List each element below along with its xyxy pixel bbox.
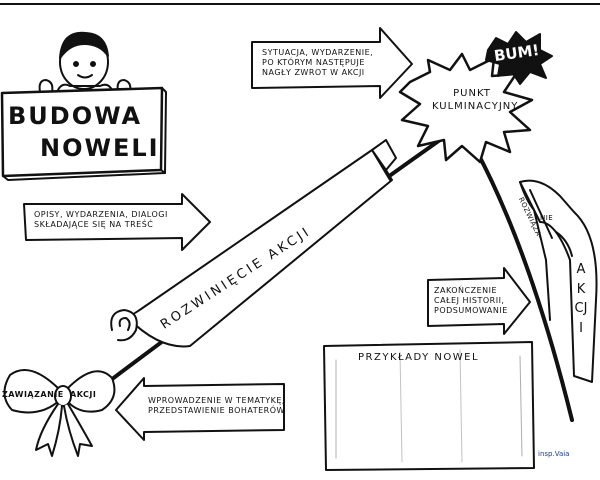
ending-desc-arrow (427, 267, 531, 335)
turn-caption-line: SYTUACJA, WYDARZENIE, (262, 48, 374, 57)
bum-burst (485, 31, 553, 85)
turn-caption: SYTUACJA, WYDARZENIE, PO KTÓRYM NASTĘPUJ… (262, 48, 373, 78)
climax-label-line: PUNKT (453, 88, 491, 99)
turn-arrow (251, 27, 413, 99)
bow-illustration (3, 369, 116, 457)
development-desc: OPISY, WYDARZENIA, DIALOGI SKŁADAJĄCE SI… (34, 210, 168, 230)
falling-action-line (473, 146, 574, 422)
exposition-label-part2: AKCJI (70, 390, 97, 399)
exposition-label-part1: ZAWIĄZANIE (2, 390, 64, 399)
title-line-2: NOWELI (40, 134, 160, 162)
examples-box (323, 341, 535, 471)
exposition-desc-line: WPROWADZENIE W TEMATYKĘ, (148, 396, 285, 405)
ending-desc-line: ZAKOŃCZENIE (434, 286, 498, 295)
ending-desc: ZAKOŃCZENIE CAŁEJ HISTORII, PODSUMOWANIE (434, 286, 508, 316)
development-desc-line: OPISY, WYDARZENIA, DIALOGI (34, 210, 168, 219)
boy-illustration (38, 31, 132, 93)
ending-desc-line: CAŁEJ HISTORII, (434, 296, 505, 305)
exposition-desc: WPROWADZENIE W TEMATYKĘ, PRZEDSTAWIENIE … (148, 396, 285, 416)
exposition-desc-arrow (115, 377, 285, 441)
development-ribbon (110, 139, 397, 348)
resolution-label-part3: AKCJI (574, 262, 588, 336)
turn-caption-line: NAGŁY ZWROT W AKCJI (262, 68, 365, 77)
development-desc-line: SKŁADAJĄCE SIĘ NA TREŚĆ (34, 220, 154, 229)
author-signature: insp.Vaia (538, 450, 570, 458)
title-sign (0, 86, 167, 181)
climax-label-line: KULMINACYJNY (432, 100, 519, 112)
exposition-desc-line: PRZEDSTAWIENIE BOHATERÓW (148, 406, 285, 415)
title-line-1: BUDOWA (8, 102, 143, 130)
development-desc-arrow (23, 193, 211, 251)
examples-box-title: PRZYKŁADY NOWEL (358, 352, 480, 363)
climax-label: PUNKT KULMINACYJNY (432, 88, 519, 113)
turn-caption-line: PO KTÓRYM NASTĘPUJE (262, 58, 365, 67)
resolution-label-part2: NIE (540, 214, 554, 222)
climax-burst (398, 52, 534, 164)
ending-desc-line: PODSUMOWANIE (434, 306, 508, 315)
resolution-ribbon (519, 179, 598, 383)
